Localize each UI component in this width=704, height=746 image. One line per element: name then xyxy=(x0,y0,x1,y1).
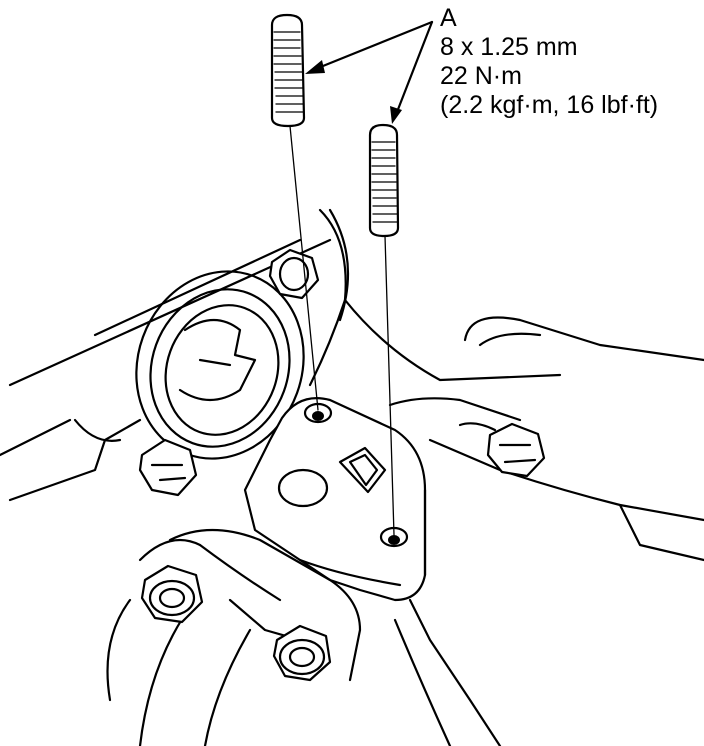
callout-letter: A xyxy=(440,4,457,32)
hex-bolt-lower-left xyxy=(138,438,198,497)
bracket-plate xyxy=(243,397,427,602)
callout-label: A 8 x 1.25 mm 22 N·m (2.2 kgf·m, 16 lbf·… xyxy=(440,4,658,120)
hex-bolt-right xyxy=(458,422,546,478)
stud-bolt-left xyxy=(270,13,306,128)
flange-nut-lower-right xyxy=(272,624,332,682)
installation-guide-lines xyxy=(289,125,395,536)
callout-leader-lines xyxy=(305,20,434,124)
flange-nut-lower-left xyxy=(140,564,204,624)
torque-spec-alt: (2.2 kgf·m, 16 lbf·ft) xyxy=(440,91,659,119)
stud-size-spec: 8 x 1.25 mm xyxy=(440,33,578,61)
torque-spec-nm: 22 N·m xyxy=(440,62,522,90)
stud-bolt-right xyxy=(368,123,400,238)
hex-bolt-upper-left xyxy=(268,248,320,300)
